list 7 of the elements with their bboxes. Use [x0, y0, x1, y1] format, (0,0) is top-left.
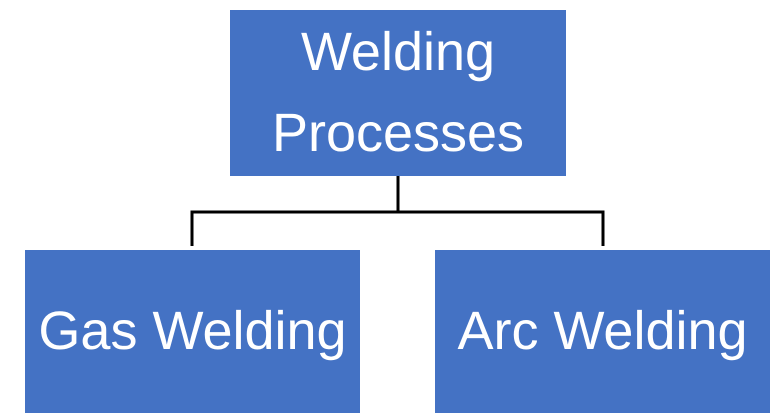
- box-label: Arc Welding: [457, 300, 748, 363]
- process-box: [230, 10, 566, 176]
- box-label: Gas Welding: [38, 300, 347, 363]
- process-box: [435, 250, 770, 413]
- connector-line: [396, 176, 604, 246]
- box-label: Welding Processes: [270, 21, 526, 165]
- process-box: [25, 250, 360, 413]
